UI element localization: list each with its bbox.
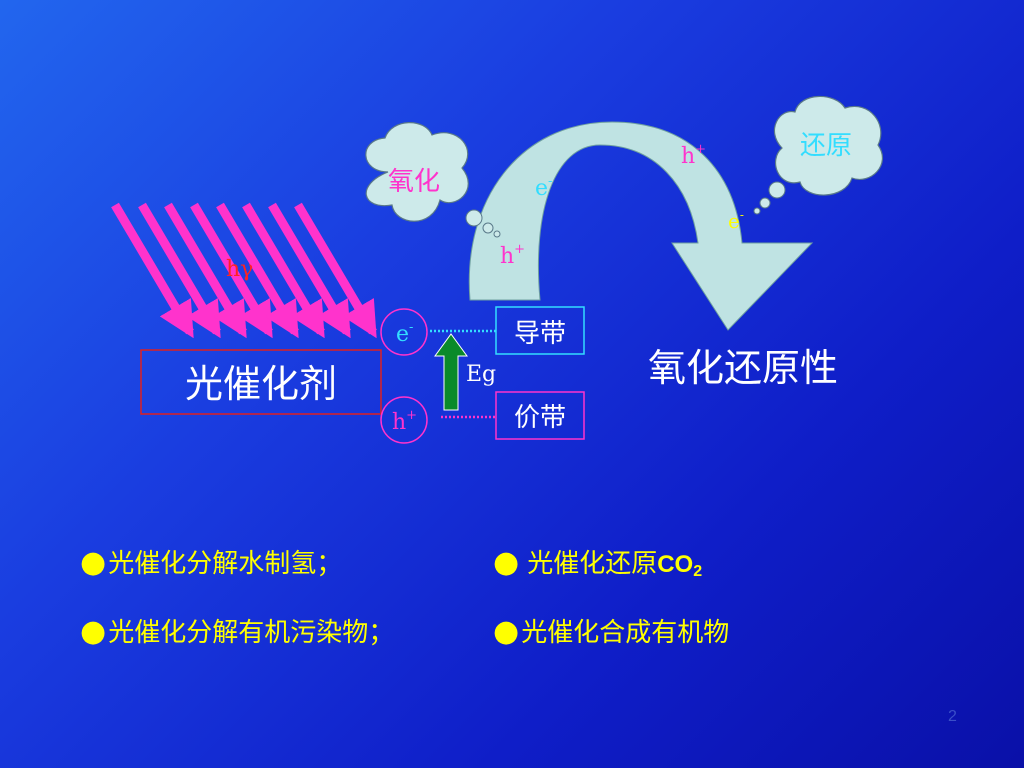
conduction-band-box — [495, 306, 585, 355]
redox-curved-arrow — [468, 121, 814, 331]
arrow-hole-symbol-top: h+ — [681, 142, 706, 169]
light-ray — [242, 202, 325, 339]
valence-band-box — [495, 391, 585, 440]
oxidation-cloud — [365, 122, 501, 238]
catalyst-label: 光催化剂 — [185, 362, 337, 406]
oxidation-label: 氧化 — [388, 167, 440, 197]
catalyst-box — [140, 349, 382, 415]
redox-property-label: 氧化还原性 — [648, 346, 838, 390]
bullet-icon: ● — [80, 545, 107, 580]
electron-symbol: e- — [396, 320, 413, 347]
application-item-water-splitting: ● 光催化分解水制氢； — [80, 543, 342, 580]
application-text: 光催化分解水制氢； — [108, 549, 343, 579]
light-ray — [268, 202, 351, 339]
band-gap-arrow — [434, 333, 468, 411]
arrow-electron-symbol: e- — [535, 174, 552, 201]
bullet-icon: ● — [493, 545, 520, 580]
application-text: 光催化还原 — [527, 549, 658, 579]
arrow-hole-symbol: h+ — [500, 242, 525, 269]
application-item-co2-reduction: ● 光催化还原 CO2 — [493, 543, 702, 581]
light-rays — [111, 202, 377, 339]
light-ray — [111, 202, 194, 339]
page-number: 2 — [948, 708, 957, 725]
co2-formula: CO2 — [657, 551, 703, 580]
bullet-icon: ● — [80, 614, 107, 649]
application-text: 光催化分解有机污染物； — [108, 618, 395, 648]
arrow-electron-symbol-right: e- — [728, 208, 744, 233]
reduction-label: 还原 — [800, 131, 852, 161]
light-ray — [294, 202, 377, 339]
light-ray — [190, 202, 273, 339]
valence-band-label: 价带 — [514, 403, 566, 433]
hole-symbol: h+ — [392, 408, 417, 435]
bullet-icon: ● — [493, 614, 520, 649]
band-gap-label: Eg — [466, 362, 496, 387]
electron-circle — [380, 308, 428, 356]
conduction-band-label: 导带 — [514, 319, 566, 349]
application-item-organic-synthesis: ● 光催化合成有机物 — [493, 612, 729, 649]
light-ray — [216, 202, 299, 339]
application-item-pollutant-degradation: ● 光催化分解有机污染物； — [80, 612, 394, 649]
light-ray — [164, 202, 247, 339]
reduction-cloud — [753, 95, 884, 215]
light-ray — [138, 202, 221, 339]
application-text: 光催化合成有机物 — [521, 618, 730, 648]
light-label: hγ — [226, 257, 253, 282]
hole-circle — [380, 396, 428, 444]
